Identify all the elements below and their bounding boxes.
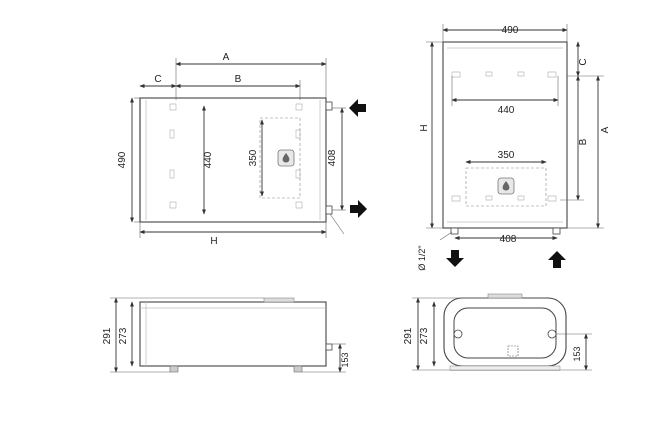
label-153-h: 153 — [340, 352, 350, 367]
label-thread: Ø 1/2" — [417, 245, 427, 270]
vertical-side-view: 291 273 153 — [403, 293, 592, 371]
horizontal-side-view: 291 273 153 — [102, 297, 350, 373]
label-a-h: A — [223, 52, 230, 63]
label-h-v: H — [419, 124, 430, 131]
bracket-marks-h — [169, 103, 303, 209]
label-291-h: 291 — [102, 327, 113, 344]
tank-body-vertical — [442, 41, 568, 229]
inlet-arrow-icon — [349, 99, 366, 117]
outlet-arrow-icon — [350, 200, 367, 218]
bracket-marks-v — [451, 71, 557, 202]
label-h-h: H — [210, 236, 217, 247]
vertical-front-view: 490 440 350 C B A H 408 — [417, 24, 611, 271]
tank-side-horizontal — [139, 301, 327, 367]
label-153-v: 153 — [572, 346, 582, 361]
label-350-v: 350 — [498, 150, 515, 161]
label-490-v: 490 — [502, 25, 519, 36]
label-440-h: 440 — [203, 151, 214, 168]
label-273-v: 273 — [419, 327, 430, 344]
label-408-h: 408 — [327, 149, 338, 166]
label-c-v: C — [578, 58, 589, 65]
label-c-h: C — [154, 74, 161, 85]
control-icon-v — [497, 177, 515, 195]
control-icon-h — [277, 149, 295, 167]
label-b-h: B — [235, 74, 242, 85]
label-273-h: 273 — [118, 327, 129, 344]
horizontal-front-view: C A B 490 440 350 408 H — [117, 52, 367, 247]
tank-body-horizontal — [139, 97, 327, 223]
label-b-v: B — [578, 138, 589, 145]
label-350-h: 350 — [248, 149, 259, 166]
label-a-v: A — [600, 126, 611, 133]
label-291-v: 291 — [403, 327, 414, 344]
label-408-v: 408 — [500, 234, 517, 245]
outlet-arrow-v-icon — [446, 250, 464, 267]
label-440-v: 440 — [498, 105, 515, 116]
label-490-h: 490 — [117, 151, 128, 168]
inlet-arrow-v-icon — [548, 251, 566, 268]
